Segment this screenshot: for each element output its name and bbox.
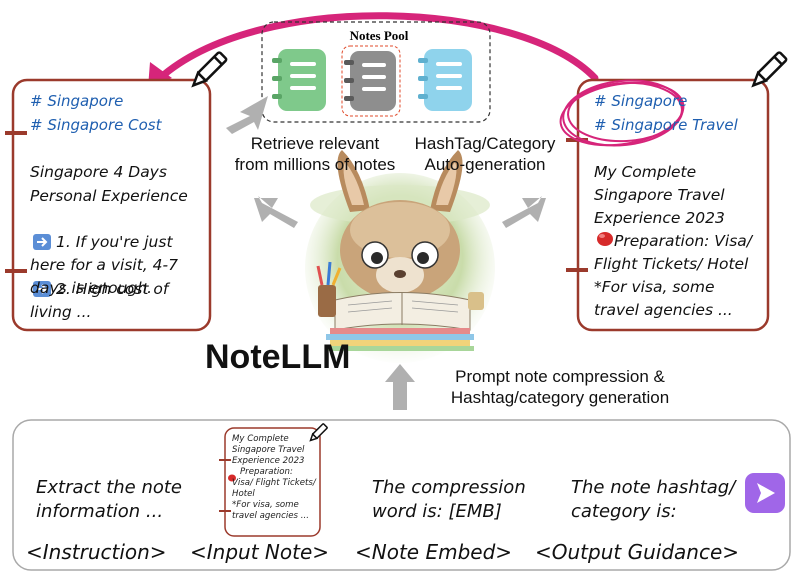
left-note-line: here for a visit, 4-7 (30, 256, 178, 274)
left-note-line: 2. High cost of (56, 280, 169, 298)
notebook-gray-icon (344, 51, 396, 111)
right-note-tag: # Singapore Travel (594, 116, 738, 134)
prompt-caption: Prompt note compression & Hashtag/catego… (436, 366, 684, 408)
left-note-line: 1. If you're just (56, 233, 173, 251)
right-note-line: Experience 2023 (594, 209, 725, 227)
mini-note-line: My Complete (232, 434, 289, 444)
output-guidance-label: <Output Guidance> (535, 540, 740, 564)
mini-note-line: Visa/ Flight Tickets/ (232, 478, 316, 488)
retrieve-caption-line: Retrieve relevant (250, 134, 380, 153)
output-text-line: The note hashtag/ (571, 477, 736, 498)
pencil-icon (751, 51, 788, 88)
right-arrow-emoji-icon (33, 234, 51, 250)
notebook-blue-icon (418, 49, 472, 111)
send-icon (745, 473, 785, 513)
right-arrow-emoji-icon (33, 281, 51, 297)
right-note-tag: # Singapore (594, 92, 688, 110)
mini-note-line: Preparation: (240, 467, 293, 477)
input-note-label: <Input Note> (190, 540, 330, 564)
prompt-caption-line: Hashtag/category generation (450, 388, 670, 407)
mini-note-card (224, 427, 321, 537)
selected-note-frame (341, 45, 401, 117)
retrieve-caption: Retrieve relevant from millions of notes (222, 133, 408, 175)
right-note-line: travel agencies ... (594, 301, 733, 319)
mini-note-line: *For visa, some (232, 500, 299, 510)
highlight-circle (559, 79, 685, 147)
right-note-line: Flight Tickets/ Hotel (594, 255, 749, 273)
left-note-line: living ... (30, 303, 92, 321)
llama-illustration (305, 150, 495, 363)
mini-note-text: My Complete Singapore Travel Experience … (232, 434, 316, 522)
embed-text-line: The compression (372, 477, 526, 498)
mini-note-line: Singapore Travel (232, 445, 305, 455)
note-embed-label: <Note Embed> (355, 540, 513, 564)
instruction-text: Extract the note information ... (36, 476, 182, 524)
left-note-line: Singapore 4 Days (30, 163, 167, 181)
embed-text-line: word is: [EMB] (372, 501, 502, 522)
pencil-icon (309, 423, 328, 442)
model-name: NoteLLM (205, 338, 351, 376)
right-note-line: My Complete (594, 163, 697, 181)
feedback-arrow (156, 12, 599, 82)
output-text-line: category is: (571, 501, 677, 522)
output-text: The note hashtag/ category is: (571, 476, 735, 524)
notes-pool-title: Notes Pool (349, 28, 409, 43)
right-note-line: Preparation: Visa/ (614, 232, 753, 250)
left-note-tag: # Singapore (30, 92, 124, 110)
instruction-label: <Instruction> (26, 540, 167, 564)
right-note-line: Singapore Travel (594, 186, 725, 204)
right-note-card (576, 78, 770, 332)
pencil-icon (191, 51, 228, 88)
hashtag-caption-line: HashTag/Category (414, 134, 556, 153)
embed-text: The compression word is: [EMB] (372, 476, 526, 524)
mini-note-line: travel agencies ... (232, 511, 309, 521)
retrieve-arrow (226, 96, 268, 134)
left-note-card (11, 78, 212, 332)
right-gray-arrow (502, 196, 546, 228)
notes-pool-box (261, 21, 491, 123)
red-pin-icon (228, 474, 236, 482)
hashtag-caption-line: Auto-generation (424, 155, 546, 174)
red-pin-icon (597, 232, 613, 246)
mini-note-line: Experience 2023 (232, 456, 305, 466)
left-gray-arrow (254, 196, 298, 228)
left-note-line: days is enough. (30, 279, 153, 297)
hashtag-caption: HashTag/Category Auto-generation (410, 133, 560, 175)
prompt-caption-line: Prompt note compression & (455, 367, 665, 386)
instruction-text-line: Extract the note (36, 477, 183, 498)
right-note-line: *For visa, some (594, 278, 715, 296)
mini-note-line: Hotel (232, 489, 255, 499)
left-note-line: Personal Experience (30, 187, 188, 205)
retrieve-caption-line: from millions of notes (234, 155, 396, 174)
prompt-box (12, 419, 791, 571)
instruction-text-line: information ... (36, 501, 164, 522)
up-gray-arrow (385, 364, 415, 410)
notebook-green-icon (272, 49, 326, 111)
left-note-tag: # Singapore Cost (30, 116, 162, 134)
